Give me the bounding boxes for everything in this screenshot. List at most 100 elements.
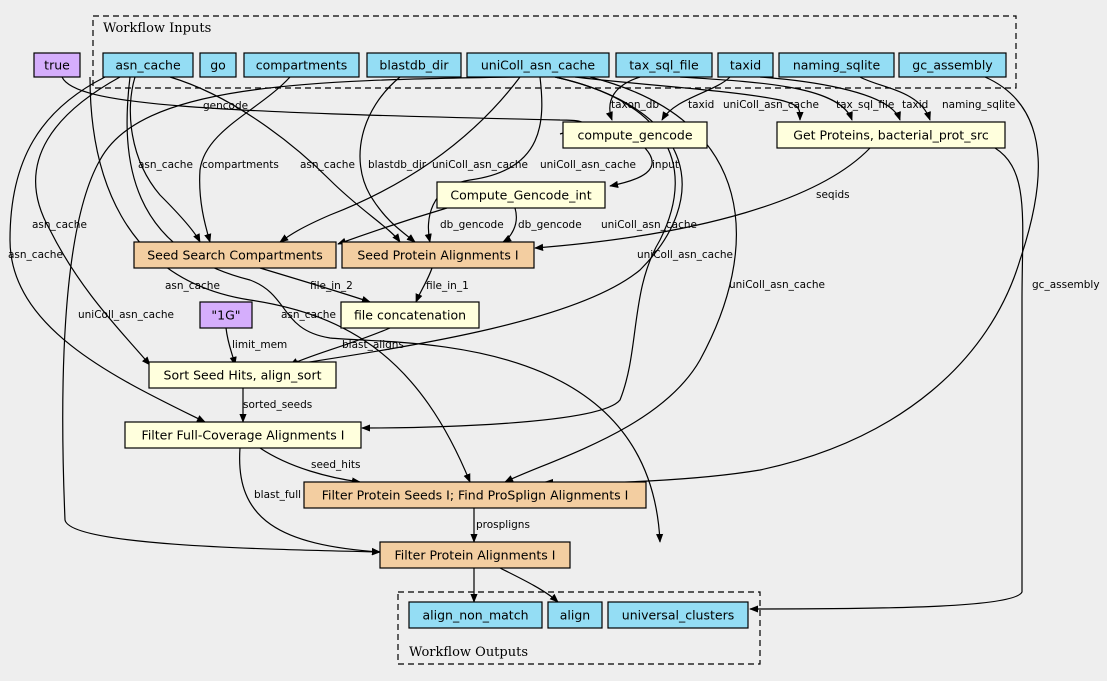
node-subworkflow-seed-protein-label: Seed Protein Alignments I [357,248,518,263]
svg-text:uniColl_asn_cache: uniColl_asn_cache [637,249,733,261]
edge-get-proteins-seed-protein: seqids [534,147,871,251]
svg-text:compartments: compartments [202,159,279,171]
node-step-get-proteins-box [776,121,1006,149]
svg-text:asn_cache: asn_cache [8,249,63,261]
node-step-sort-seed-hits: Sort Seed Hits, align_sort [148,361,337,389]
edge-filter-protein-align [499,567,559,603]
workflow-outputs-label: Workflow Outputs [409,645,528,660]
node-step-get-proteins: Get Proteins, bacterial_prot_src [776,121,1006,149]
node-input-blastdb-dir: blastdb_dir [366,52,462,78]
node-output-align-box [547,601,603,629]
node-output-align-non-match: align_non_match [408,601,543,629]
node-step-compute-gencode-box [562,121,708,149]
node-input-taxid: taxid [717,52,774,78]
node-input-asn-cache: asn_cache [102,52,194,78]
node-input-compartments-label: compartments [256,58,348,73]
node-constant-1g-label: "1G" [211,308,240,323]
svg-text:taxid: taxid [688,99,714,111]
node-step-compute-gencode-int-label: Compute_Gencode_int [450,188,591,203]
node-input-go-box [199,52,237,78]
node-step-filter-full-coverage: Filter Full-Coverage Alignments I [124,421,362,449]
node-subworkflow-seed-search-label: Seed Search Compartments [147,248,323,263]
edges: gencode taxon_db taxid uniColl_asn_cache… [8,76,1100,613]
node-constant-1g-box [199,301,253,329]
svg-text:file_in_2: file_in_2 [310,280,353,292]
node-output-align: align [547,601,603,629]
node-subworkflow-seed-search: Seed Search Compartments [133,241,337,269]
svg-text:blast_full: blast_full [254,489,301,501]
node-true-constant-label: true [44,58,70,73]
node-step-file-concatenation-label: file concatenation [354,308,466,323]
edge-concat-sort: blast_aligns [289,327,404,366]
node-input-unicoll-asn-cache-box [466,52,610,78]
workflow-inputs-label: Workflow Inputs [103,21,211,36]
edge-filter-full-filter-protein: blast_full [239,447,381,556]
edge-unicoll-filter-protein: uniColl_asn_cache [62,76,521,556]
edge-get-proteins-universal-clusters [749,147,1024,613]
svg-text:seed_hits: seed_hits [311,459,360,471]
node-input-gc-assembly-label: gc_assembly [912,58,993,73]
edge-asn-filter-full: asn_cache [8,76,206,423]
edge-true-compute-gencode: gencode [61,76,584,135]
node-input-tax-sql-file-label: tax_sql_file [629,58,699,73]
node-input-compartments-box [243,52,360,78]
node-output-align-label: align [560,608,590,623]
node-step-filter-full-coverage-label: Filter Full-Coverage Alignments I [142,428,345,443]
svg-text:asn_cache: asn_cache [32,219,87,231]
node-subworkflow-filter-protein: Filter Protein Alignments I [379,541,571,569]
edge-1g-sort: limit_mem [225,327,287,366]
svg-text:tax_sql_file: tax_sql_file [836,99,894,111]
edge-gencode-int-seed-search: db_gencode [337,207,504,245]
svg-text:uniColl_asn_cache: uniColl_asn_cache [432,159,528,171]
node-step-file-concatenation: file concatenation [340,301,480,329]
node-input-taxid-label: taxid [730,58,761,73]
svg-text:uniColl_asn_cache: uniColl_asn_cache [78,309,174,321]
svg-text:asn_cache: asn_cache [300,159,355,171]
node-input-tax-sql-file: tax_sql_file [615,52,713,78]
node-step-compute-gencode-int: Compute_Gencode_int [436,181,606,209]
node-input-go-label: go [210,58,226,73]
svg-text:db_gencode: db_gencode [518,219,582,231]
node-input-go: go [199,52,237,78]
svg-text:taxid: taxid [902,99,928,111]
svg-text:uniColl_asn_cache: uniColl_asn_cache [723,99,819,111]
node-step-sort-seed-hits-label: Sort Seed Hits, align_sort [164,368,322,383]
node-subworkflow-seed-protein-box [341,241,535,269]
node-input-gc-assembly: gc_assembly [898,52,1007,78]
node-input-blastdb-dir-label: blastdb_dir [379,58,449,73]
node-input-naming-sqlite: naming_sqlite [778,52,895,78]
node-true-constant-box [33,52,81,78]
edge-blastdb-seed-protein: blastdb_dir [359,76,427,243]
node-output-align-non-match-label: align_non_match [423,608,529,623]
svg-text:uniColl_asn_cache: uniColl_asn_cache [540,159,636,171]
edge-unicoll-get-proteins: uniColl_asn_cache [574,76,819,121]
node-subworkflow-filter-seeds: Filter Protein Seeds I; Find ProSplign A… [303,481,647,509]
edge-unicoll-seed-search: uniColl_asn_cache [279,76,528,243]
node-input-naming-sqlite-box [778,52,895,78]
svg-text:naming_sqlite: naming_sqlite [942,99,1015,111]
svg-text:asn_cache: asn_cache [138,159,193,171]
node-subworkflow-filter-seeds-box [303,481,647,509]
svg-text:limit_mem: limit_mem [232,339,287,351]
node-step-file-concatenation-box [340,301,480,329]
svg-text:seqids: seqids [816,189,850,201]
node-input-unicoll-asn-cache: uniColl_asn_cache [466,52,610,78]
node-input-gc-assembly-box [898,52,1007,78]
edge-asn-filter-protein: asn_cache [126,76,664,543]
node-input-compartments: compartments [243,52,360,78]
edge-gencode-int-seed-protein: db_gencode [502,207,582,243]
edge-unicoll-seed-protein: uniColl_asn_cache [424,76,636,243]
node-input-tax-sql-file-box [615,52,713,78]
edge-compartments-seed-search: compartments [199,76,291,243]
node-output-universal-clusters-box [607,601,749,629]
node-step-compute-gencode-int-box [436,181,606,209]
edge-taxid-compute-gencode: taxid [661,76,731,121]
node-subworkflow-filter-protein-label: Filter Protein Alignments I [395,548,556,563]
svg-text:gc_assembly: gc_assembly [1032,279,1100,291]
node-subworkflow-seed-protein: Seed Protein Alignments I [341,241,535,269]
node-step-get-proteins-label: Get Proteins, bacterial_prot_src [793,128,989,143]
node-input-asn-cache-box [102,52,194,78]
node-input-naming-sqlite-label: naming_sqlite [793,58,881,73]
svg-text:gencode: gencode [203,100,248,112]
